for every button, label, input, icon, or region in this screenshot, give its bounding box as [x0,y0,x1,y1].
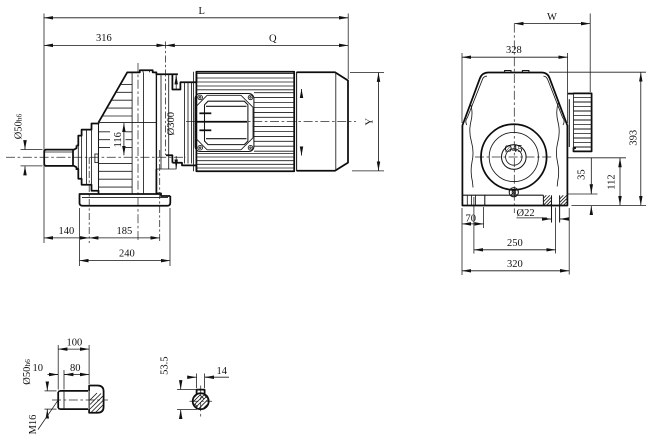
svg-text:70: 70 [466,214,477,225]
svg-text:185: 185 [117,226,133,237]
svg-text:Ø50h6: Ø50h6 [22,359,33,385]
svg-text:240: 240 [119,249,135,260]
svg-text:35: 35 [577,169,588,180]
svg-text:320: 320 [507,259,523,270]
svg-text:Ø300: Ø300 [166,112,177,135]
svg-text:L: L [199,6,205,17]
svg-text:W: W [547,12,557,23]
svg-text:Ø45: Ø45 [504,144,522,155]
svg-text:100: 100 [67,338,83,349]
svg-text:112: 112 [607,174,618,189]
svg-text:316: 316 [96,33,112,44]
svg-text:Ø22: Ø22 [517,208,535,219]
svg-text:116: 116 [113,132,124,147]
svg-text:53.5: 53.5 [160,357,171,375]
svg-text:M16: M16 [28,415,39,435]
svg-text:393: 393 [629,130,640,146]
svg-text:80: 80 [70,363,81,374]
svg-text:14: 14 [217,366,228,377]
svg-text:250: 250 [507,238,523,249]
svg-text:140: 140 [59,226,75,237]
svg-text:Ø50h6: Ø50h6 [14,113,25,139]
svg-text:328: 328 [506,45,522,56]
svg-text:Y: Y [365,117,376,125]
svg-text:Q: Q [269,34,277,45]
svg-text:10: 10 [33,363,44,374]
